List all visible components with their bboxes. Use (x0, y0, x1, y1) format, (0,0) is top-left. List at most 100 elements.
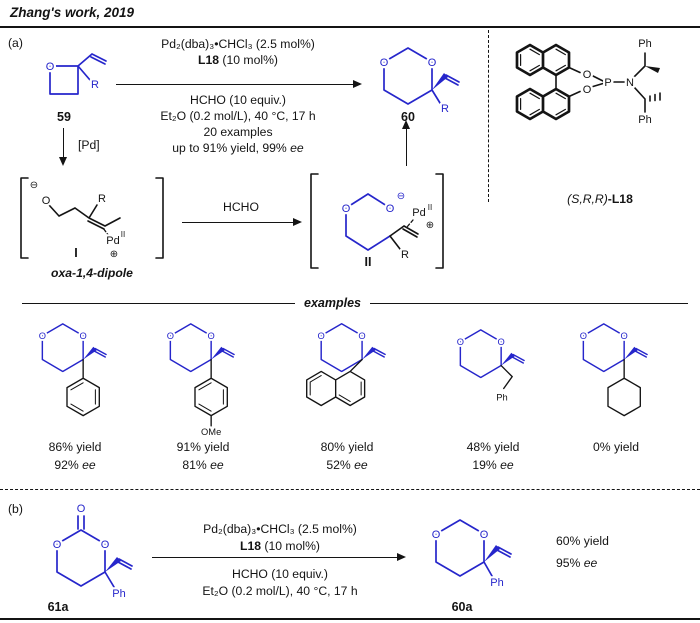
phenyl-label: Ph (490, 577, 503, 589)
dioxane-ring (459, 329, 525, 379)
conditions-b-above: Pd₂(dba)₃•CHCl₃ (2.5 mol%) L18 (10 mol%) (148, 521, 412, 555)
plus-charge-icon: ⊕ (426, 220, 434, 231)
yield-value: 80% yield (320, 440, 374, 454)
phenyl-ring (66, 358, 100, 417)
o-atom-label: O (358, 331, 365, 341)
o-atom-label: O (42, 195, 51, 207)
intermediate-I-structure: ⊖ O R Pd II ⊕ I (20, 177, 164, 262)
phenethyl-chain (500, 364, 513, 390)
o-atom-label: O (498, 337, 505, 347)
aromatic-inner-bonds (309, 375, 362, 402)
carbonate-ring (56, 515, 133, 588)
bracket (310, 173, 444, 269)
hcho-arrow (182, 218, 302, 227)
r-group-label: R (441, 103, 449, 115)
o-atom-label: O (457, 337, 464, 347)
minus-charge-icon: ⊖ (397, 191, 405, 202)
o-atom-label: O (432, 529, 441, 541)
reaction-arrow-a (116, 80, 362, 89)
o-atom-label: O (80, 331, 87, 341)
reaction-arrow-b (152, 553, 406, 562)
hcho-arrow-label: HCHO (223, 200, 259, 214)
r-group-label: R (91, 79, 99, 91)
vinyl-wedge-bond (105, 557, 121, 572)
ee-value: 92% ee (54, 458, 96, 472)
examples-header: examples (270, 294, 395, 312)
example-4-structure: O O Ph (455, 329, 525, 404)
example-1-structure: O O (37, 323, 107, 417)
aromatic-inner-bonds (198, 382, 224, 412)
o-atom-label: O (208, 331, 215, 341)
condition-line: HCHO (10 equiv.) (190, 93, 286, 107)
o-atom-label: O (39, 331, 46, 341)
condition-line: Et₂O (0.2 mol/L), 40 °C, 17 h (160, 109, 316, 123)
pd-atom-label: Pd (106, 235, 119, 247)
example-3-result: 80% yield 52% ee (287, 438, 407, 474)
condition-line: HCHO (10 equiv.) (232, 567, 328, 581)
dioxane-ring (582, 323, 648, 373)
ee-value: 19% ee (472, 458, 514, 472)
dioxane-60-structure: O O R (377, 47, 460, 117)
cyclohexyl-ring (607, 358, 641, 417)
o-atom-label: O (53, 539, 62, 551)
intermediate-II-structure: O O ⊖ R Pd II ⊕ II (310, 173, 444, 271)
ligand-divider-dashed (488, 30, 489, 202)
phosphoramidite-bonds (555, 52, 661, 113)
carbonyl-o-label: O (77, 503, 86, 515)
condition-line: up to 91% yield, 99% ee (172, 141, 304, 155)
methyl-wedge-bond (645, 66, 660, 73)
ee-value: 81% ee (182, 458, 224, 472)
panel-a-tag: (a) (8, 36, 23, 50)
o-atom-label: O (386, 203, 395, 215)
ring-closure-arrow (402, 120, 411, 166)
o-atom-label: O (583, 69, 592, 81)
yield-value: 0% yield (592, 440, 640, 454)
oxetane-59-structure: O R (43, 53, 107, 95)
naphthyl-rings (306, 358, 366, 407)
example-1-result: 86% yield 92% ee (15, 438, 135, 474)
o-atom-label: O (101, 539, 110, 551)
dioxane-60a-structure: O O Ph (429, 519, 512, 591)
example-3-structure: O O (306, 323, 386, 407)
phenyl-label: Ph (638, 114, 651, 126)
anisyl-ring (194, 358, 228, 427)
conditions-b-below: HCHO (10 equiv.) Et₂O (0.2 mol/L), 40 °C… (148, 566, 412, 600)
o-atom-label: O (580, 331, 587, 341)
vinyl-wedge-bond (362, 346, 376, 360)
minus-charge-icon: ⊖ (30, 180, 38, 191)
o-atom-label: O (46, 61, 55, 73)
o-atom-label: O (167, 331, 174, 341)
compound-59-label: 59 (57, 110, 71, 124)
ligand-L18-structure: O O P N Ph Ph (515, 36, 661, 128)
panel-b-tag: (b) (8, 502, 23, 516)
n-atom-label: N (626, 77, 634, 89)
compound-60a-label: 60a (451, 600, 473, 614)
dioxane-ring (435, 519, 512, 577)
condition-line: Pd₂(dba)₃•CHCl₃ (2.5 mol%) (161, 37, 315, 51)
o-atom-label: O (480, 529, 489, 541)
compound-61a-label: 61a (47, 600, 69, 614)
pd-oxidation-state: II (428, 203, 432, 212)
dioxane-ring (383, 47, 460, 105)
example-5-structure: O O (578, 323, 648, 417)
pd-oxidation-state: II (121, 230, 125, 239)
condition-line: 20 examples (203, 125, 273, 139)
pd-allyl-dashed-bond (102, 227, 110, 237)
pd-insertion-arrow (59, 128, 68, 166)
pd-allyl-dashed-bond (406, 219, 414, 228)
plus-charge-icon: ⊕ (110, 249, 118, 260)
aromatic-inner-bonds (70, 382, 96, 412)
o-atom-label: O (342, 203, 351, 215)
o-atom-label: O (428, 57, 437, 69)
r-group-label: R (98, 193, 106, 205)
result-yield-b: 60% yield (556, 534, 609, 548)
vinyl-wedge-bond (484, 545, 500, 562)
dioxane-ring (320, 323, 386, 373)
o-atom-label: O (318, 331, 325, 341)
ome-group-label: OMe (201, 427, 221, 437)
phenyl-label: Ph (112, 588, 125, 600)
example-2-structure: O O OMe (165, 323, 235, 439)
bottom-divider (0, 618, 700, 620)
allyl-pd-skeleton (389, 225, 419, 250)
